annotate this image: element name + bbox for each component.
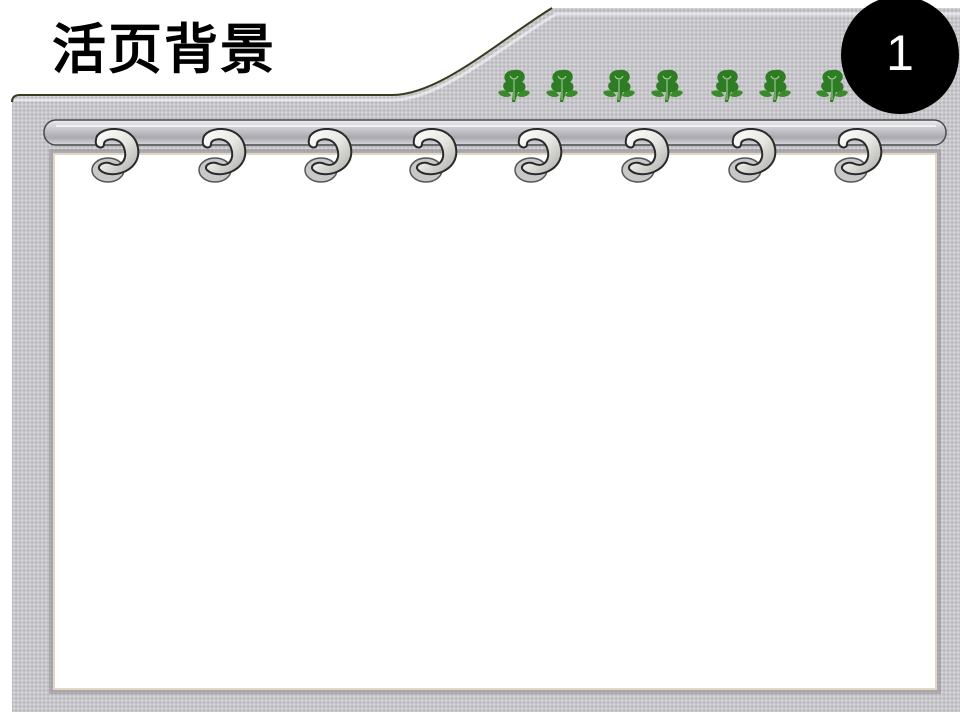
clover-leaf-icon (602, 69, 636, 103)
binder-ring-icon (514, 127, 563, 183)
binder-ring-icon (728, 127, 777, 183)
binder-ring-icon (409, 127, 458, 183)
clover-leaf-icon (815, 69, 849, 103)
binder-ring-icon (198, 127, 247, 183)
clover-leaf-icon (758, 69, 792, 103)
binder-ring-icon (834, 127, 883, 183)
clover-leaf-icon (710, 69, 744, 103)
binder-ring-icon (304, 127, 353, 183)
content-area (53, 153, 937, 690)
clover-leaf-icon (650, 69, 684, 103)
clover-leaf-icon (545, 69, 579, 103)
slide-title: 活页背景 (52, 17, 276, 81)
page-number: 1 (886, 25, 914, 81)
page-number-badge: 1 (841, 0, 959, 114)
binder-ring-row (91, 127, 883, 183)
binder-ring-icon (621, 127, 670, 183)
clover-leaf-icon (497, 69, 531, 103)
binder-ring-icon (91, 127, 140, 183)
clover-leaf-row (497, 69, 849, 103)
